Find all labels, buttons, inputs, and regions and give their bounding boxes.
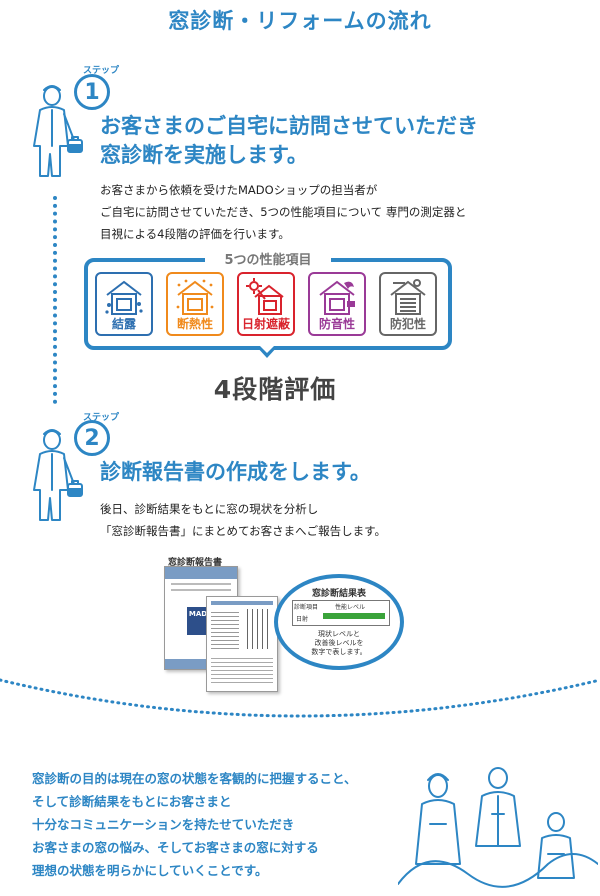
result-table-title: 窓診断結果表 xyxy=(311,589,366,599)
result-row-label: 日射 xyxy=(296,616,309,623)
four-level-evaluation: 4段階評価 xyxy=(213,375,337,404)
result-table-bubble: 窓診断結果表 診断項目 性能レベル 日射 現状レベルと 改善後レベルを 数字で表… xyxy=(274,574,404,670)
result-note: 現状レベルと 改善後レベルを 数字で表します。 xyxy=(311,630,367,656)
step-number-1: 1 xyxy=(74,74,110,110)
result-col-level: 性能レベル xyxy=(335,604,366,611)
family-illustration-icon xyxy=(398,767,598,888)
performance-item-security: 防犯性 xyxy=(379,272,437,336)
staff-illustration-icon xyxy=(33,85,83,177)
condensation-icon xyxy=(105,280,143,315)
report-inner-page xyxy=(206,596,278,692)
report-doc-title: 窓診断報告書 xyxy=(168,558,223,568)
soundproof-icon xyxy=(319,280,355,315)
performance-item-sun-shading: 日射遮蔽 xyxy=(237,272,295,336)
step1-heading: お客さまのご自宅に訪問させていただき 窓診断を実施します。 xyxy=(100,114,478,167)
footer-purpose-text: 窓診断の目的は現在の窓の状態を客観的に把握すること、 そして診断結果をもとにお客… xyxy=(32,771,357,878)
staff-illustration-2-icon xyxy=(33,429,83,521)
step-label: ステップ xyxy=(83,66,120,76)
step-connector-line xyxy=(53,196,57,404)
step2-description: 後日、診断結果をもとに窓の現状を分析し 「窓診断報告書」にまとめてお客さまへご報… xyxy=(100,502,387,538)
result-col-item: 診断項目 xyxy=(294,604,319,611)
pointer-arrow-icon xyxy=(256,346,278,358)
step-number-2: 2 xyxy=(74,420,110,456)
performance-title: 5つの性能項目 xyxy=(205,249,331,268)
security-icon xyxy=(390,279,426,315)
step1-description: お客さまから依頼を受けたMADOショップの担当者が ご自宅に訪問させていただき、… xyxy=(100,183,467,241)
step-label-2: ステップ xyxy=(83,413,120,423)
performance-item-condensation: 結露 xyxy=(95,272,153,336)
sun-shading-icon xyxy=(246,278,284,315)
page-title: 窓診断・リフォームの流れ xyxy=(168,9,432,33)
dotted-arc-divider xyxy=(0,678,600,718)
performance-item-insulation: 断熱性 xyxy=(166,272,224,336)
step2-heading: 診断報告書の作成をします。 xyxy=(100,460,371,484)
insulation-icon xyxy=(176,279,214,315)
performance-item-soundproof: 防音性 xyxy=(308,272,366,336)
